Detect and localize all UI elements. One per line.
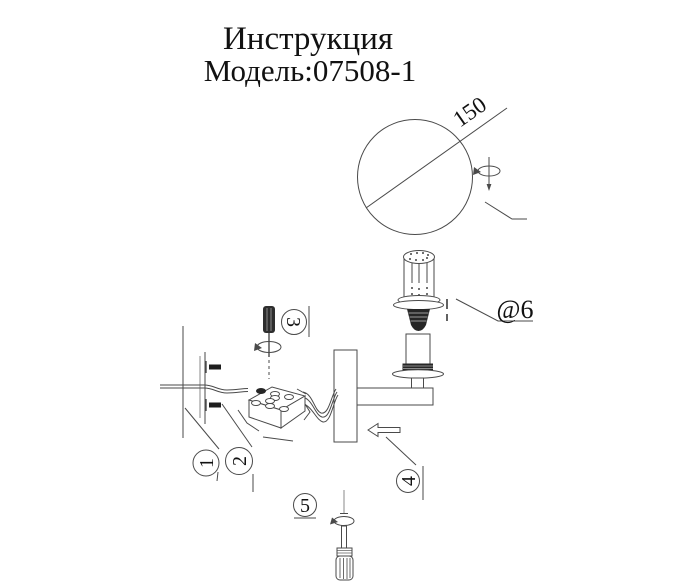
wall-bracket	[333, 349, 434, 443]
diameter-line	[365, 107, 508, 209]
wire-bundle	[301, 388, 339, 423]
arrow-leader-line	[385, 436, 417, 466]
wall-plate	[333, 349, 358, 443]
led-bulb-icon	[393, 250, 444, 331]
wall-lines	[182, 326, 206, 438]
mounting-arm	[356, 387, 434, 406]
page-title: Инструкция	[223, 21, 393, 57]
supply-wire	[160, 384, 249, 394]
callout-5: 5	[293, 493, 317, 519]
leader-1	[184, 407, 220, 450]
globe-leader-line	[484, 201, 527, 220]
callout-4-number: 4	[398, 476, 420, 486]
screw-spec-label: @6	[497, 295, 534, 324]
terminal-block-icon	[237, 386, 311, 442]
diameter-label: 150	[448, 92, 491, 132]
callout-3: 3	[281, 306, 310, 337]
screwdriver-icon	[330, 490, 355, 581]
callout-1-number: 1	[196, 458, 218, 468]
mounting-screw-icon	[205, 361, 221, 373]
mounting-screw-icon-2	[205, 399, 221, 411]
small-screwdriver-icon	[254, 306, 282, 379]
rotation-direction-icon	[473, 157, 501, 191]
callout-2: 2	[225, 447, 254, 492]
callout-1: 1	[192, 449, 220, 482]
leader-2	[221, 403, 253, 448]
model-number: Модель:07508-1	[204, 53, 416, 88]
callout-4: 4	[396, 466, 424, 500]
callout-2-number: 2	[229, 456, 251, 466]
globe-shade	[357, 107, 508, 235]
callout-3-number: 3	[282, 317, 304, 327]
left-arrow-icon	[367, 422, 401, 438]
callout-5-number: 5	[300, 495, 310, 517]
lamp-socket	[392, 333, 444, 390]
spec-leader-line	[455, 298, 533, 322]
